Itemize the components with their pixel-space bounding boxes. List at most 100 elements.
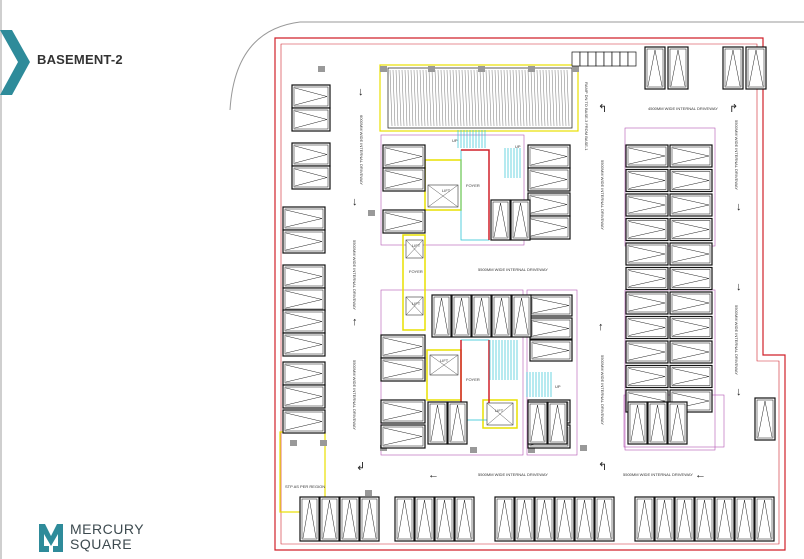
ramp <box>387 67 573 129</box>
stall-inner <box>516 498 533 540</box>
stall-outline <box>625 193 669 217</box>
parking-stall <box>625 266 669 291</box>
parking-stall <box>527 167 571 192</box>
stall-inner <box>696 498 713 540</box>
stair-up-label: UP <box>555 384 561 389</box>
parking-stall <box>634 496 655 542</box>
stall-car-mark <box>672 368 710 385</box>
bike-stall <box>611 51 621 67</box>
page-title: BASEMENT-2 <box>37 52 123 67</box>
stall-outline <box>427 401 448 445</box>
lift-shaft <box>427 184 459 208</box>
stall-outline <box>380 334 426 359</box>
stall-outline <box>627 401 648 445</box>
parking-stall <box>527 401 548 445</box>
stall-car-mark <box>454 297 469 335</box>
stall-car-mark <box>628 319 666 336</box>
ramp-hatch <box>518 69 522 127</box>
stall-outline <box>339 496 360 542</box>
stall-outline <box>291 142 331 167</box>
stall-outline <box>669 217 713 242</box>
stall-inner <box>671 146 711 166</box>
stall-car-mark <box>672 319 710 336</box>
bike-stall <box>587 51 597 67</box>
parking-stall <box>674 496 695 542</box>
stall-inner <box>747 48 765 88</box>
stall-car-mark <box>737 499 752 539</box>
stall-outline <box>282 287 326 312</box>
driveway-label: 4500MM WIDE INTERNAL DRIVEWAY <box>648 106 718 111</box>
stall-outline <box>510 199 531 241</box>
stall-inner <box>341 498 358 540</box>
ramp-hatch <box>542 69 546 127</box>
lift-shaft <box>429 354 459 376</box>
lift-cross <box>486 402 514 426</box>
stall-inner <box>627 171 667 190</box>
stall-outline <box>282 409 326 434</box>
parking-stall <box>319 496 340 542</box>
parking-stall <box>339 496 360 542</box>
parking-stall <box>282 361 326 386</box>
ramp-hatch <box>425 69 429 127</box>
parking-stall <box>647 401 668 445</box>
stall-outline <box>669 364 713 389</box>
stall-outline <box>291 107 331 132</box>
driveway-label: 6000MM WIDE INTERNAL DRIVEWAY <box>359 115 364 185</box>
stall-outline <box>634 496 655 542</box>
lift-cross <box>429 354 459 376</box>
column <box>528 447 535 453</box>
stall-outline <box>625 242 669 266</box>
column <box>365 490 372 496</box>
stall-car-mark <box>532 297 570 314</box>
stall-outline <box>447 401 468 445</box>
stall-car-mark <box>474 297 489 335</box>
ramp-hatch <box>509 69 513 127</box>
stall-outline <box>654 496 675 542</box>
parking-stall <box>380 357 426 382</box>
stall-inner <box>382 426 424 447</box>
stall-car-mark <box>670 49 686 87</box>
stall-inner <box>284 334 324 355</box>
stall-car-mark <box>532 342 570 359</box>
parking-stall <box>282 332 326 357</box>
stall-outline <box>380 424 426 449</box>
stall-car-mark <box>628 147 666 165</box>
stall-car-mark <box>628 294 666 312</box>
parking-stall <box>627 401 648 445</box>
stall-inner <box>716 498 733 540</box>
stall-inner <box>529 403 546 443</box>
ramp-hatch <box>527 69 531 127</box>
parking-stall <box>669 364 713 389</box>
ramp-hatch <box>479 69 483 127</box>
stall-outline <box>394 496 415 542</box>
ramp-hatch <box>554 69 558 127</box>
stall-inner <box>433 296 450 336</box>
stall-car-mark <box>577 499 592 539</box>
ramp-hatch <box>524 69 528 127</box>
driveway-label: 5500MM WIDE INTERNAL DRIVEWAY <box>623 472 693 477</box>
stall-outline <box>625 364 669 389</box>
parking-stall <box>434 496 455 542</box>
lift-cross <box>427 184 459 208</box>
stall-outline <box>514 496 535 542</box>
foyer-outline <box>460 149 490 241</box>
stall-inner <box>361 498 378 540</box>
parking-stall <box>669 168 713 193</box>
parking-stall <box>534 496 555 542</box>
bike-stall <box>627 51 637 67</box>
stall-inner <box>627 269 667 288</box>
ramp-hatch <box>476 69 480 127</box>
parking-stall <box>282 287 326 312</box>
stall-outline <box>625 144 669 168</box>
lift-shaft <box>405 296 424 316</box>
parking-stall <box>669 315 713 340</box>
ramp-hatch <box>437 69 441 127</box>
stall-inner <box>284 289 324 310</box>
stall-car-mark <box>362 499 377 539</box>
stall-inner <box>627 367 667 386</box>
parking-stall <box>527 215 571 240</box>
stall-car-mark <box>532 320 570 337</box>
stall-outline <box>494 496 515 542</box>
direction-arrow-icon: ↲ <box>356 461 365 473</box>
parking-stall <box>754 397 776 441</box>
